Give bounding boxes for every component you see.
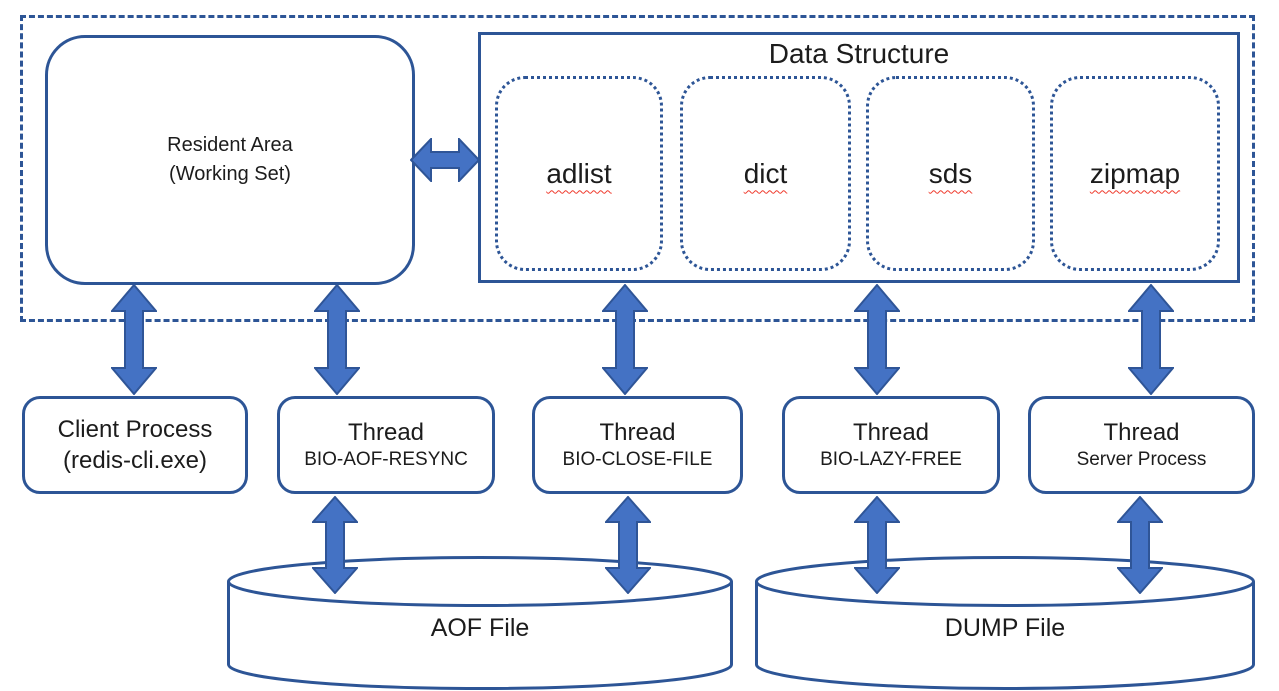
data-structure-box: Data Structure adlist dict sds zipmap xyxy=(478,32,1240,283)
thread-title: Thread xyxy=(1103,419,1180,447)
arrow-resident-to-client-icon xyxy=(111,284,157,395)
memory-boundary-dashed-box xyxy=(20,15,1255,322)
adlist-label: adlist xyxy=(546,157,612,189)
data-structure-item-adlist: adlist xyxy=(495,76,663,271)
working-set-label: (Working Set) xyxy=(169,163,291,185)
data-structure-item-zipmap: zipmap xyxy=(1050,76,1220,271)
arrow-resident-to-aof-resync-icon xyxy=(314,284,360,395)
data-structure-item-sds: sds xyxy=(866,76,1035,271)
resident-area-label: Resident Area xyxy=(167,134,293,156)
thread-server-process-box: Thread Server Process xyxy=(1028,396,1255,494)
client-process-subtitle: (redis-cli.exe) xyxy=(62,447,208,474)
thread-subtitle: BIO-AOF-RESYNC xyxy=(304,449,468,471)
arrow-aof-resync-to-aof-file-icon xyxy=(312,496,358,594)
client-process-title: Client Process xyxy=(57,415,213,443)
thread-bio-close-file-box: Thread BIO-CLOSE-FILE xyxy=(532,396,743,494)
data-structure-item-dict: dict xyxy=(680,76,851,271)
arrow-lazy-free-to-dump-file-icon xyxy=(854,496,900,594)
thread-bio-lazy-free-box: Thread BIO-LAZY-FREE xyxy=(782,396,1000,494)
bidirectional-horizontal-arrow-icon xyxy=(410,138,480,182)
thread-title: Thread xyxy=(852,419,930,447)
arrow-datastructure-to-close-file-icon xyxy=(602,284,648,395)
thread-bio-aof-resync-box: Thread BIO-AOF-RESYNC xyxy=(277,396,495,494)
thread-subtitle: BIO-LAZY-FREE xyxy=(820,449,962,471)
aof-file-label: AOF File xyxy=(430,614,530,642)
client-process-box: Client Process (redis-cli.exe) xyxy=(22,396,248,494)
arrow-datastructure-to-lazy-free-icon xyxy=(854,284,900,395)
thread-title: Thread xyxy=(347,419,425,447)
arrow-datastructure-to-server-icon xyxy=(1128,284,1174,395)
dict-label: dict xyxy=(743,157,788,189)
resident-area-box: Resident Area (Working Set) xyxy=(45,35,415,285)
dump-file-label: DUMP File xyxy=(944,614,1066,642)
thread-subtitle: BIO-CLOSE-FILE xyxy=(562,449,713,471)
data-structure-title: Data Structure xyxy=(768,38,950,69)
sds-label: sds xyxy=(928,157,973,189)
zipmap-label: zipmap xyxy=(1089,157,1181,189)
arrow-close-file-to-aof-file-icon xyxy=(605,496,651,594)
thread-subtitle: Server Process xyxy=(1076,449,1207,471)
thread-title: Thread xyxy=(599,419,676,447)
arrow-server-to-dump-file-icon xyxy=(1117,496,1163,594)
